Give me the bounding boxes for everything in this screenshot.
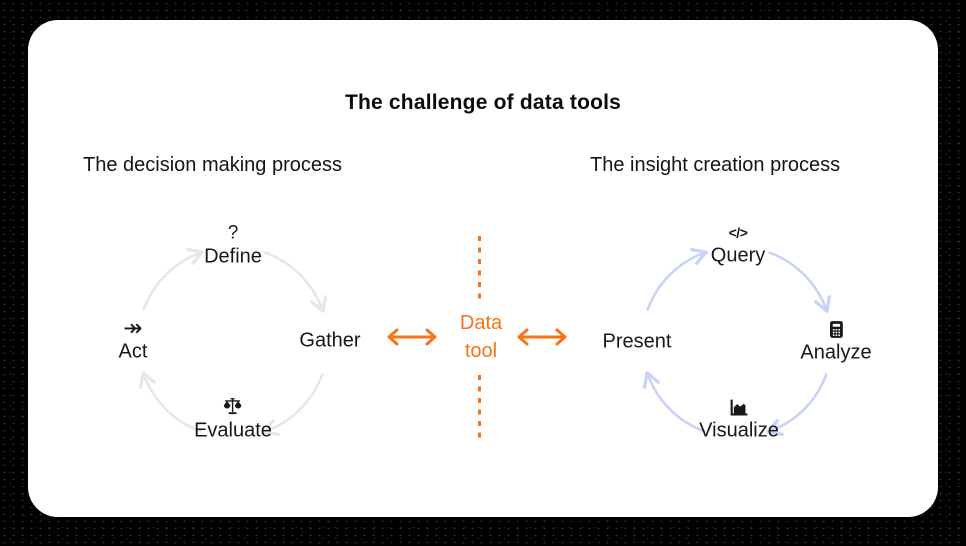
data-tool-label: Data tool <box>460 309 502 365</box>
step-evaluate-label: Evaluate <box>194 419 272 442</box>
left-process-title: The decision making process <box>83 154 343 176</box>
step-present: Present <box>603 331 672 354</box>
calculator-icon <box>828 318 844 341</box>
data-tool-line2: tool <box>464 340 498 362</box>
diagram-card: The challenge of data tools The decision… <box>28 20 938 517</box>
question-mark-icon: ? <box>227 222 239 244</box>
step-query: </> Query <box>711 221 765 268</box>
area-chart-icon <box>729 396 750 419</box>
balance-scale-icon <box>223 396 244 419</box>
arrow-analyze-to-visualize <box>766 373 828 437</box>
arrow-define-to-gather <box>264 251 328 313</box>
step-query-label: Query <box>710 244 766 267</box>
step-analyze-label: Analyze <box>800 341 872 364</box>
page-title: The challenge of data tools <box>344 91 622 114</box>
data-tool-line1: Data <box>459 312 503 334</box>
step-gather-label: Gather <box>299 329 361 352</box>
arrow-gather-to-evaluate <box>262 373 324 437</box>
step-evaluate: Evaluate <box>194 396 272 443</box>
right-process-title: The insight creation process <box>590 154 841 176</box>
arrow-evaluate-to-act <box>138 371 202 433</box>
insight-cycle-arrows <box>642 247 832 437</box>
step-define-label: Define <box>204 245 262 268</box>
arrow-present-to-query <box>646 247 708 311</box>
two-headed-arrow-icon: ↠ <box>123 314 143 341</box>
step-visualize-label: Visualize <box>699 419 779 442</box>
dashed-divider-bottom <box>478 375 481 441</box>
step-define: ? Define <box>204 222 262 269</box>
step-gather: Gather <box>299 330 360 353</box>
step-act: ↠ Act <box>118 314 148 364</box>
step-present-label: Present <box>602 330 672 353</box>
double-arrow-left-icon <box>387 328 437 346</box>
code-icon: </> <box>728 224 748 240</box>
step-act-label: Act <box>118 340 148 363</box>
decision-cycle-arrows <box>138 247 328 437</box>
double-arrow-right-icon <box>517 328 567 346</box>
step-visualize: Visualize <box>699 396 779 443</box>
arrow-query-to-analyze <box>768 251 832 313</box>
arrow-act-to-define <box>142 247 204 311</box>
dashed-divider-top <box>478 236 481 302</box>
step-analyze: Analyze <box>800 318 872 365</box>
arrow-visualize-to-present <box>642 371 706 433</box>
